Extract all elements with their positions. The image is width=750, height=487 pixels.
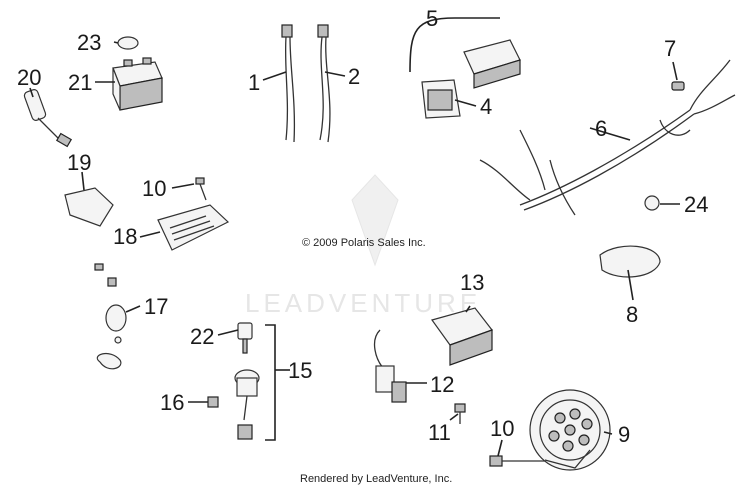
part-20-fuse-holder — [23, 89, 73, 148]
part-21-battery — [112, 57, 163, 111]
part-19-cover — [64, 187, 114, 227]
part-24-nut — [644, 195, 660, 211]
part-6-wiring-harness — [479, 59, 736, 216]
callout-10-lower: 10 — [490, 416, 514, 441]
callout-4: 4 — [480, 94, 492, 119]
part-8-lens — [599, 245, 661, 278]
callout-9: 9 — [618, 422, 630, 447]
callout-16: 16 — [160, 390, 184, 415]
callout-24: 24 — [684, 192, 708, 217]
callout-18: 18 — [113, 224, 137, 249]
part-10-connector-lower — [489, 455, 545, 467]
part-7-connector — [671, 81, 685, 91]
callout-11: 11 — [428, 420, 451, 445]
part-13-relay — [431, 307, 493, 366]
callout-23: 23 — [77, 30, 101, 55]
callout-20: 20 — [17, 65, 41, 90]
part-5-module — [463, 39, 521, 89]
callout-12: 12 — [430, 372, 454, 397]
callout-22: 22 — [190, 324, 214, 349]
part-23-oring — [117, 36, 139, 50]
part-2-lead — [317, 24, 331, 143]
copyright-text: © 2009 Polaris Sales Inc. — [302, 237, 426, 249]
part-10-screw-upper — [195, 177, 207, 201]
part-16-clip — [207, 396, 219, 408]
callout-2: 2 — [348, 64, 360, 89]
callout-19: 19 — [67, 150, 91, 175]
callout-6: 6 — [595, 116, 607, 141]
part-9-horn — [529, 389, 611, 471]
part-15-ignition-switch — [234, 369, 260, 440]
callout-15: 15 — [288, 358, 312, 383]
callout-7: 7 — [664, 36, 676, 61]
callout-17: 17 — [144, 294, 168, 319]
watermark-logo: LEADVENTURE — [245, 174, 481, 318]
callout-21: 21 — [68, 70, 92, 95]
part-22-key — [237, 322, 253, 354]
part-12-coil — [373, 329, 407, 403]
watermark-flame-icon — [351, 174, 399, 267]
callout-1: 1 — [248, 70, 260, 95]
callout-13: 13 — [460, 270, 484, 295]
bracket-15 — [265, 324, 276, 441]
bracket-5 — [409, 17, 500, 73]
footer-text: Rendered by LeadVenture, Inc. — [300, 473, 452, 485]
callout-10-upper: 10 — [142, 176, 166, 201]
leader-lines — [29, 41, 680, 457]
part-17-switch — [94, 263, 127, 370]
part-4-module — [421, 79, 461, 119]
part-1-lead — [281, 24, 296, 143]
part-18-regulator — [157, 204, 230, 251]
watermark-text: LEADVENTURE — [245, 288, 481, 318]
callout-5: 5 — [426, 6, 438, 31]
callout-8: 8 — [626, 302, 638, 327]
part-11-bolt — [454, 403, 466, 424]
